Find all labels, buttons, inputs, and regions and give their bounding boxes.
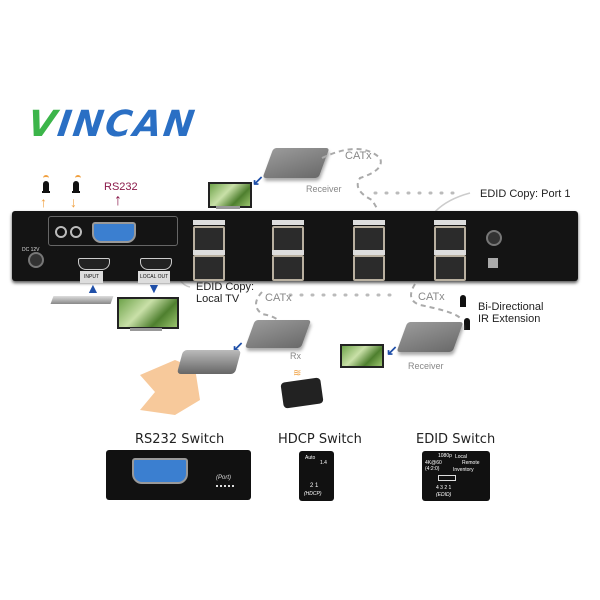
hdbt-port-5[interactable]	[353, 226, 385, 252]
hdmi-local-out-label: LOCAL OUT	[138, 271, 171, 283]
ir-up-arrow-icon: ↑	[40, 194, 47, 210]
edid-1080p-label: 1080p	[438, 453, 452, 459]
edid-switch-inset	[422, 451, 490, 501]
projector-icon	[176, 350, 242, 374]
receiver-right-label: Receiver	[408, 361, 444, 371]
tv-right-icon	[340, 344, 384, 368]
hdbt-port-3[interactable]	[272, 226, 304, 252]
port-label	[272, 220, 304, 225]
ir-extension-label-1: Bi-Directional	[478, 301, 544, 313]
power-label: DC 12V	[22, 247, 40, 253]
hdbt-port-7[interactable]	[434, 226, 466, 252]
edid-switch-title: EDID Switch	[416, 432, 496, 447]
arrow-down-icon: ▼	[147, 280, 161, 296]
dc-power-jack[interactable]	[28, 252, 44, 268]
hdcp-14-label: 1.4	[320, 460, 327, 466]
dc-power-jack-right[interactable]	[486, 230, 502, 246]
edid-local-label-2: Local TV	[196, 293, 240, 305]
arrow-to-tv-icon: ↙	[252, 172, 264, 188]
catx-top-label: CATx	[345, 150, 372, 162]
hdcp-switch-title: HDCP Switch	[278, 432, 362, 447]
hdcp-pins-label: 2 1	[310, 483, 319, 489]
hdcp-switch-inset	[299, 451, 334, 501]
ir-emitter-icon	[72, 175, 81, 193]
rs232-db9-zoom	[132, 458, 188, 484]
tv-stand	[216, 206, 240, 209]
edid-tag: (EDID)	[436, 492, 452, 498]
catx-mid-label: CATx	[265, 292, 292, 304]
ir-receiver-icon	[42, 175, 50, 193]
bluray-player-icon	[50, 296, 114, 304]
catx-right-cable	[410, 283, 461, 319]
hdmi-input-port[interactable]	[78, 258, 110, 270]
rx-unit-icon	[244, 320, 312, 348]
arrow-to-tv-right-icon: ↙	[386, 342, 398, 358]
edid-4k-label: 4K@60	[425, 460, 442, 466]
edid-420-label: (4:2:0)	[425, 466, 440, 472]
rs232-label: RS232	[104, 181, 138, 193]
hdbt-port-4[interactable]	[272, 255, 304, 281]
ir-down-arrow-icon: ↓	[70, 194, 77, 210]
ground-terminal[interactable]	[488, 258, 498, 268]
rs232-port-tag: (Port)	[216, 475, 231, 481]
port-label	[353, 250, 385, 255]
port-label	[353, 220, 385, 225]
port-label	[434, 220, 466, 225]
port-label	[272, 250, 304, 255]
port-label	[434, 250, 466, 255]
edid-port1-label: EDID Copy: Port 1	[480, 188, 571, 200]
edid-local-label: Local	[455, 454, 467, 460]
rx-label: Rx	[290, 351, 301, 361]
rs232-arrow-icon: ↑	[114, 192, 122, 209]
edid-local-label-1: EDID Copy:	[196, 281, 255, 293]
hdcp-tag: (HDCP)	[304, 491, 322, 497]
remote-control-icon	[280, 377, 324, 409]
hdmi-input-label: INPUT	[80, 271, 103, 283]
ir-out-jack[interactable]	[70, 226, 82, 238]
hdbt-port-8[interactable]	[434, 255, 466, 281]
receiver-right-icon	[396, 322, 464, 352]
edid-remote-label: Remote	[462, 460, 480, 466]
hdbt-port-6[interactable]	[353, 255, 385, 281]
local-tv-stand	[130, 328, 162, 331]
edid-dip-switch	[438, 475, 456, 481]
ir-sensor-right-1	[460, 295, 466, 307]
arrow-up-icon: ▲	[86, 280, 100, 296]
hdcp-auto-label: Auto	[305, 455, 316, 461]
rs232-switch-title: RS232 Switch	[135, 432, 225, 447]
ir-sensor-right-2	[464, 318, 470, 330]
catx-top-cable	[321, 148, 382, 211]
ir-extension-label-2: IR Extension	[478, 313, 541, 325]
edid-pins-label: 4 3 2 1	[436, 485, 452, 491]
local-tv-icon	[117, 297, 179, 329]
edid-inventory-label: Inventory	[453, 467, 474, 473]
receiver-top-label: Receiver	[306, 184, 342, 194]
ir-in-jack[interactable]	[55, 226, 67, 238]
catx-right-label: CATx	[418, 291, 445, 303]
rs232-ir-panel	[48, 216, 178, 246]
port-label	[193, 220, 225, 225]
hdbt-port-1[interactable]	[193, 226, 225, 252]
arrow-to-projector-icon: ↙	[232, 338, 244, 354]
hdbt-port-2[interactable]	[193, 255, 225, 281]
port-label	[193, 250, 225, 255]
remote-signal-icon: ≋	[293, 368, 302, 379]
hdmi-local-out-port[interactable]	[140, 258, 172, 270]
rs232-dip-switch	[216, 485, 234, 490]
rs232-db9-port[interactable]	[92, 222, 136, 243]
